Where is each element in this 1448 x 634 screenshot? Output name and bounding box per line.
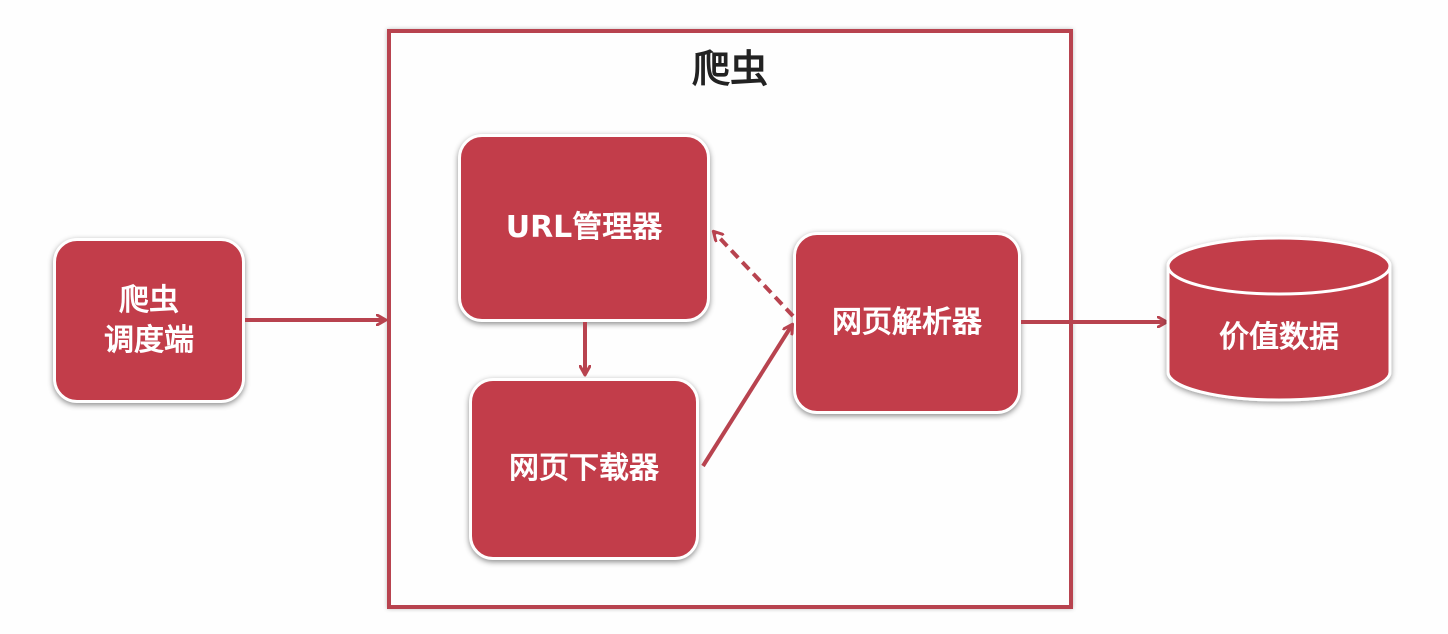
arrow-parser-to-url-dashed [714,232,795,318]
scheduler-label-line1: 爬虫 [119,282,179,318]
data-store-cylinder[interactable] [1166,236,1392,402]
downloader-node[interactable]: 网页下载器 [469,378,699,560]
scheduler-label-line2: 调度端 [104,322,194,358]
url-manager-node[interactable]: URL管理器 [458,134,710,322]
crawler-group-frame [387,29,1073,609]
arrow-downloader-to-parser [701,325,792,468]
crawler-group-title: 爬虫 [691,47,768,91]
downloader-label: 网页下载器 [509,451,659,486]
url-manager-label: URL管理器 [505,210,663,245]
parser-label: 网页解析器 [832,305,982,340]
scheduler-node[interactable]: 爬虫 调度端 [53,238,245,403]
data-store-label: 价值数据 [1219,320,1339,355]
parser-node[interactable]: 网页解析器 [793,232,1021,414]
